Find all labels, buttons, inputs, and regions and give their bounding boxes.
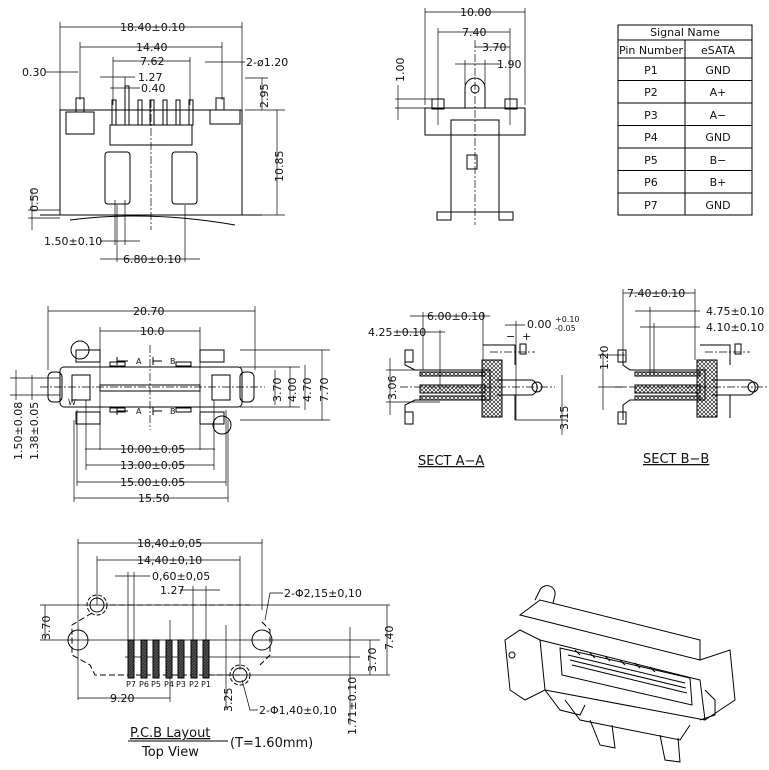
dim-pcb-pad-width: 0,60±0,05	[152, 570, 210, 583]
dim-post-diameter: 2-ø1.20	[246, 56, 288, 69]
pin-label: P7	[126, 680, 136, 689]
dim-b-height: 1.20	[598, 346, 611, 371]
table-cell-signal: A−	[710, 109, 727, 122]
dim-h2: 4.00	[286, 378, 299, 403]
dim-slot-width: 1.50±0.10	[44, 235, 102, 248]
section-marker-b: B	[170, 357, 176, 366]
dim-pcb-width: 18,40±0,05	[137, 537, 202, 550]
table-cell-pin: P3	[644, 109, 658, 122]
marker-w: W	[68, 398, 76, 407]
dim-a-depth: 6.00±0.10	[427, 310, 485, 323]
dim-pin-pitch: 1.27	[138, 71, 163, 84]
dim-pcb-pitch: 1.27	[160, 584, 185, 597]
pin-label: P2	[189, 680, 199, 689]
dim-pcb-pad-offset: 1.71±0.10	[346, 677, 359, 735]
section-marker-a: A	[136, 407, 142, 416]
section-a-a: 6.00±0.10 4.25±0.10 0.00 +0.10 -0.05 3.0…	[368, 310, 580, 469]
dim-pcb-small-offset: 3.25	[222, 688, 235, 713]
table-cell-signal: GND	[705, 131, 730, 144]
table-cell-signal: A+	[710, 86, 727, 99]
dim-h3: 4.70	[301, 378, 314, 403]
dim-slot-h2: 1.38±0.05	[28, 402, 41, 460]
table-cell-pin: P2	[644, 86, 658, 99]
dim-body-height: 10.85	[273, 151, 286, 183]
dim-a-contact: 4.25±0.10	[368, 326, 426, 339]
pcb-pads	[127, 639, 210, 679]
dim-pcb-large-hole: 2-Φ2,15±0,10	[284, 587, 362, 600]
dim-slot-spacing: 6.80±0.10	[123, 253, 181, 266]
pcb-layout: P7 P6 P5 P4 P3 P2 P1 18,40±0,05 14,40±0,…	[40, 537, 396, 760]
section-markers: A B A B W	[68, 357, 176, 416]
table-cell-signal: B+	[710, 176, 727, 189]
pcb-thickness: (T=1.60mm)	[230, 736, 313, 751]
dim-side-post: 1.00	[394, 58, 407, 83]
dim-side-half: 3.70	[482, 41, 507, 54]
dim-w2: 13.00±0.05	[120, 459, 185, 472]
dim-b-depth: 7.40±0.10	[627, 287, 685, 300]
dim-side-tab: 1.90	[497, 58, 522, 71]
section-a-title: SECT A−A	[418, 454, 484, 469]
dim-post-height: 2.95	[258, 84, 271, 109]
pcb-title: P.C.B Layout	[130, 726, 210, 741]
section-marker-b: B	[170, 407, 176, 416]
dim-w4: 15.50	[138, 492, 170, 505]
dim-pcb-right-offset: 3.70	[366, 648, 379, 673]
table-cell-signal: GND	[705, 64, 730, 77]
table-cell-pin: P6	[644, 176, 658, 189]
dim-opening: 10.0	[140, 325, 165, 338]
dim-post-spacing: 14.40	[136, 41, 168, 54]
dim-pin-width: 0.40	[141, 82, 166, 95]
table-header-signal: eSATA	[701, 44, 735, 57]
dim-shell-thickness: 0.30	[22, 66, 47, 79]
table-cell-pin: P4	[644, 131, 658, 144]
dim-b-contact2: 4.10±0.10	[706, 321, 764, 334]
pcb-subtitle: Top View	[141, 745, 199, 760]
dim-a-tolerance: 0.00	[527, 318, 552, 331]
dim-h1: 3.70	[271, 378, 284, 403]
sign-plus: +	[522, 330, 531, 343]
dim-pin-span: 7.62	[140, 55, 165, 68]
dim-side-post-spacing: 7.40	[462, 26, 487, 39]
dim-a-tol-plus: +0.10	[555, 315, 580, 324]
table-title: Signal Name	[650, 26, 720, 39]
dim-w1: 10.00±0.05	[120, 443, 185, 456]
front-pins	[111, 85, 194, 126]
dim-pcb-hole-span: 7.40	[383, 626, 396, 651]
top-view: A B A B W 20.70 10.0 3.70 4.00 4.70 7.70…	[10, 305, 331, 505]
dim-pcb-hole-spacing: 14,40±0,10	[137, 554, 202, 567]
dim-h4: 7.70	[318, 378, 331, 403]
front-view: 18.40±0.10 14.40 7.62 1.27 0.40 0.30 2-ø…	[22, 21, 288, 266]
dim-a-tail: 3.15	[558, 406, 571, 431]
dim-a-tol-minus: -0.05	[555, 324, 576, 333]
dim-side-width: 10.00	[460, 6, 492, 19]
dim-pcb-small-hole: 2-Φ1,40±0,10	[259, 704, 337, 717]
pin-label: P6	[139, 680, 149, 689]
pin-label: P4	[164, 680, 174, 689]
section-b-b: 7.40±0.10 4.75±0.10 4.10±0.10 1.20 SECT …	[598, 287, 769, 467]
connector-3d-illustration	[504, 585, 736, 763]
dim-a-height: 3.06	[386, 376, 399, 401]
dim-b-contact1: 4.75±0.10	[706, 305, 764, 318]
table-header-pin: Pin Number	[619, 44, 684, 57]
dim-foot: 0.50	[28, 188, 41, 213]
pin-label: P5	[151, 680, 161, 689]
dim-width: 18.40±0.10	[120, 21, 185, 34]
section-b-title: SECT B−B	[643, 452, 709, 467]
pin-label: P1	[201, 680, 211, 689]
dim-pcb-left-offset: 3.70	[40, 616, 53, 641]
sign-minus: −	[506, 330, 515, 343]
dim-pcb-center: 9.20	[110, 692, 135, 705]
side-view: 10.00 7.40 3.70 1.90 1.00	[394, 6, 526, 225]
section-marker-a: A	[136, 357, 142, 366]
table-cell-pin: P7	[644, 199, 658, 212]
signal-table: Signal Name Pin Number eSATA P1 GND P2 A…	[617, 24, 753, 216]
dim-slot-h1: 1.50±0.08	[12, 402, 25, 460]
table-cell-pin: P5	[644, 154, 658, 167]
pin-label: P3	[176, 680, 186, 689]
table-cell-signal: GND	[705, 199, 730, 212]
table-cell-signal: B−	[710, 154, 727, 167]
table-cell-pin: P1	[644, 64, 658, 77]
dim-w3: 15.00±0.05	[120, 476, 185, 489]
dim-overall-width: 20.70	[133, 305, 165, 318]
